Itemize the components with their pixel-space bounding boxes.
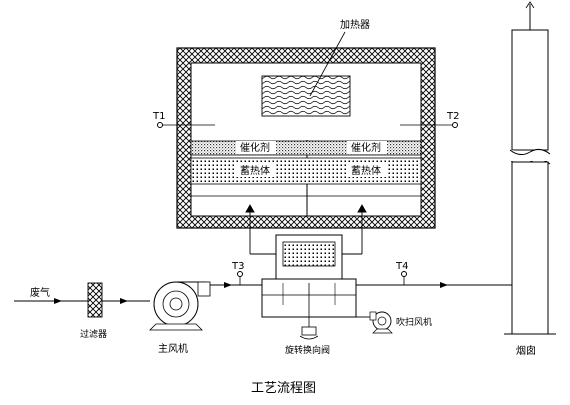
t1-label: T1 [152, 111, 165, 122]
thermocouple-t4: T4 [395, 261, 408, 285]
thermocouple-t3: T3 [231, 261, 244, 285]
purge-fan-label: 吹扫风机 [396, 316, 432, 328]
chimney-label: 烟囱 [516, 344, 536, 357]
diagram-caption: 工艺流程图 [251, 381, 316, 396]
t3-label: T3 [231, 261, 244, 272]
heater: 加热器 [261, 18, 370, 117]
inlet-line [14, 298, 150, 304]
t4-label: T4 [395, 261, 408, 272]
heat-storage-right-label: 蓄热体 [351, 164, 381, 177]
valve-to-chimney-duct [356, 282, 512, 288]
reactor: 催化剂 催化剂 蓄热体 蓄热体 [176, 47, 436, 229]
filter-label: 过滤器 [80, 328, 107, 340]
main-fan: 主风机 [149, 281, 211, 355]
fan-to-valve-duct [210, 282, 262, 288]
rotary-valve-label: 旋转换向阀 [285, 344, 330, 356]
catalyst-left-label: 催化剂 [240, 141, 270, 154]
thermocouple-t1: T1 [152, 111, 215, 128]
heat-storage-left-label: 蓄热体 [240, 164, 270, 177]
filter: 过滤器 [80, 282, 107, 340]
rotary-valve: 旋转换向阀 [261, 234, 357, 356]
main-fan-label: 主风机 [158, 342, 188, 355]
waste-gas-label: 废气 [30, 286, 50, 299]
catalyst-right-label: 催化剂 [351, 141, 381, 154]
thermocouple-t2: T2 [400, 111, 459, 128]
purge-fan: 吹扫风机 [356, 311, 432, 334]
t2-label: T2 [446, 111, 459, 122]
ducts-reactor-valve [245, 204, 367, 255]
heater-label: 加热器 [340, 18, 370, 31]
chimney: 烟囱 [504, 1, 556, 357]
